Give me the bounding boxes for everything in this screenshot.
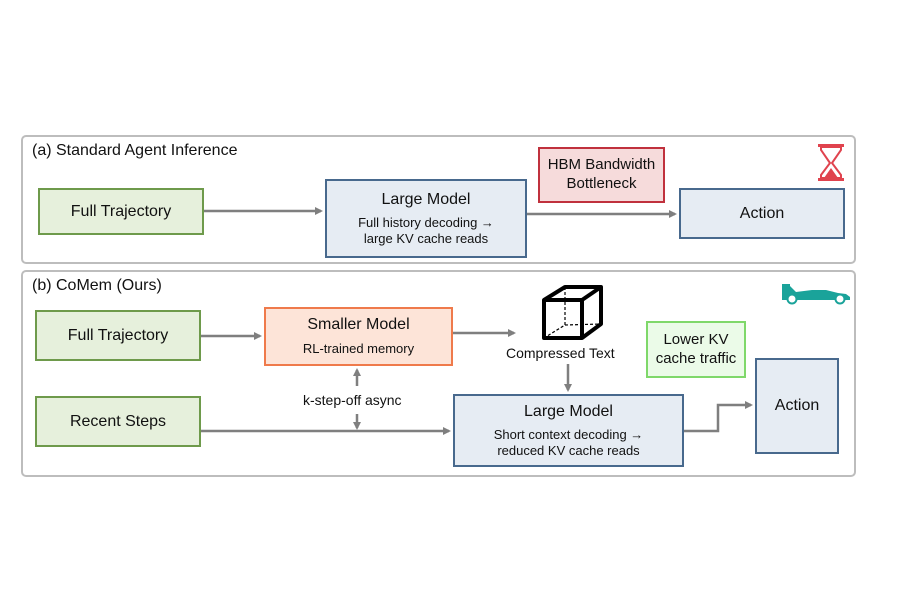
smaller-model-box: Smaller Model RL-trained memory: [264, 307, 453, 366]
action-label-a: Action: [739, 204, 785, 222]
hourglass-icon: [818, 144, 844, 181]
hbm-bottleneck-box: HBM Bandwidth Bottleneck: [538, 147, 665, 203]
action-box-a: Action: [679, 188, 845, 239]
large-model-box-b: Large Model Short context decoding → red…: [453, 394, 684, 467]
smaller-model-title: Smaller Model: [307, 316, 410, 334]
large-model-title-a: Large Model: [381, 190, 471, 208]
large-model-box-a: Large Model Full history decoding → larg…: [325, 179, 527, 258]
bottleneck-line1: HBM Bandwidth: [547, 156, 656, 174]
smaller-model-sub: RL-trained memory: [302, 341, 415, 357]
large-model-sub2-a: large KV cache reads: [363, 231, 489, 246]
large-model-sub2-b: reduced KV cache reads: [497, 443, 640, 458]
cube-icon: [542, 285, 603, 340]
large-model-sub1-b: Short context decoding →: [493, 426, 644, 442]
action-label-b: Action: [774, 397, 820, 414]
lower-kv-box: Lower KV cache traffic: [646, 321, 746, 378]
bottleneck-line2: Bottleneck: [566, 175, 637, 192]
lower-kv-line1: Lower KV: [663, 330, 729, 348]
action-box-b: Action: [755, 358, 839, 454]
race-car-icon: [782, 284, 850, 305]
large-model-sub1-a: Full history decoding →: [358, 214, 494, 230]
full-trajectory-box-b: Full Trajectory: [35, 310, 201, 361]
lower-kv-line2: cache traffic: [655, 349, 737, 367]
large-model-title-b: Large Model: [524, 402, 613, 420]
panel-b-title: (b) CoMem (Ours): [32, 277, 162, 294]
async-label: k-step-off async: [303, 392, 402, 408]
full-trajectory-label-b: Full Trajectory: [67, 326, 169, 344]
panel-a-title: (a) Standard Agent Inference: [32, 142, 238, 159]
arrow-large-to-action-b: [684, 401, 753, 433]
full-trajectory-label-a: Full Trajectory: [70, 202, 172, 220]
full-trajectory-box-a: Full Trajectory: [38, 188, 204, 235]
recent-steps-box: Recent Steps: [35, 396, 201, 447]
recent-steps-label: Recent Steps: [69, 412, 167, 430]
compressed-text-label: Compressed Text: [506, 345, 615, 361]
